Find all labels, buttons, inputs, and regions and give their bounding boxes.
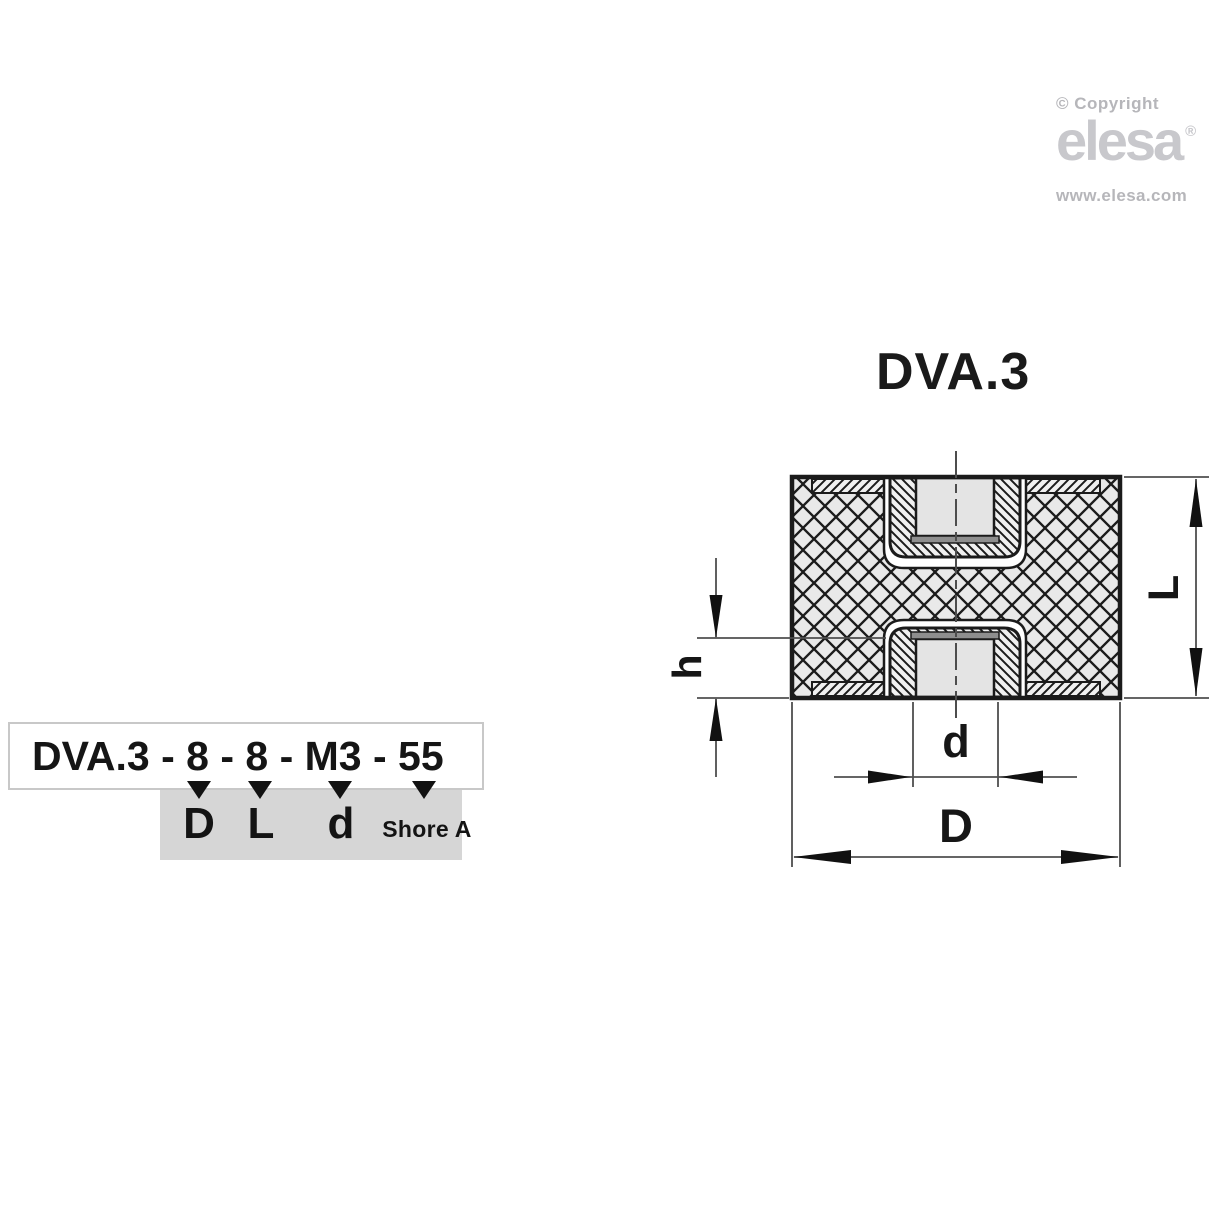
arrow-down-icon [187, 781, 211, 799]
legend-label-D: D [183, 799, 215, 848]
dimension-h: h [664, 558, 886, 777]
brand-block: © Copyright elesa® www.elesa.com [1056, 94, 1206, 206]
arrow-left-icon [793, 850, 851, 864]
arrow-up-icon [709, 698, 723, 741]
arrow-right-icon [868, 770, 911, 784]
dim-label-D: D [939, 799, 973, 852]
dim-label-L: L [1140, 575, 1188, 601]
arrow-down-icon [328, 781, 352, 799]
arrow-left-icon [1000, 770, 1043, 784]
dimension-D: D [791, 702, 1121, 867]
arrow-right-icon [1061, 850, 1119, 864]
ordering-code-box: DVA.3 - 8 - 8 - M3 - 55 [8, 722, 484, 790]
registered-trademark-icon: ® [1185, 123, 1197, 140]
arrow-down-icon [412, 781, 436, 799]
arrow-up-icon [1189, 479, 1203, 527]
arrow-down-icon [709, 595, 723, 638]
dimension-L: L [1124, 476, 1209, 699]
legend-label-d: d [327, 799, 355, 848]
legend-label-L: L [247, 799, 275, 848]
dimension-d: d [834, 702, 1077, 787]
arrow-down-icon [1189, 648, 1203, 696]
dim-label-h: h [664, 654, 710, 679]
copyright-text: © Copyright [1056, 94, 1160, 113]
bottom-end-plate-right [1025, 681, 1101, 697]
legend-label-shore-a: Shore A [382, 816, 472, 842]
page-title: DVA.3 [876, 343, 1031, 401]
arrow-down-icon [248, 781, 272, 799]
legend-background-box [160, 790, 462, 860]
website-url: www.elesa.com [1056, 186, 1188, 205]
dim-label-d: d [942, 716, 970, 767]
top-end-plate-right [1025, 478, 1101, 494]
bottom-end-plate-left [811, 681, 885, 697]
top-end-plate-left [811, 478, 885, 494]
elesa-logo: elesa® [1056, 113, 1206, 180]
ordering-code-text: DVA.3 - 8 - 8 - M3 - 55 [32, 732, 444, 779]
logo-text: elesa [1056, 109, 1184, 172]
